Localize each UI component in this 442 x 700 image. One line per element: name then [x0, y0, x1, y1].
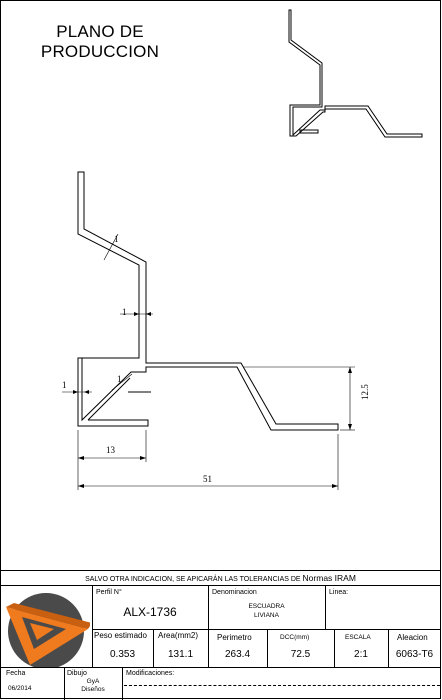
aleacion-label: Aleacion: [397, 633, 428, 642]
tolerance-note-text: SALVO OTRA INDICACION, SE APICARÁN LAS T…: [85, 576, 301, 583]
linea-label: Linea:: [329, 589, 349, 596]
denominacion-value-1: ESCUADRA: [248, 603, 285, 610]
page-title: PLANO DE PRODUCCION: [20, 22, 180, 62]
dim-thickness-left: 1: [62, 380, 67, 390]
tb-divider-den: [208, 585, 209, 667]
title-line-2: PRODUCCION: [40, 42, 160, 61]
modificaciones-line: [124, 685, 440, 686]
dibujo-value-1: GyA: [86, 678, 100, 685]
tb-divider-dibujo: [122, 667, 123, 700]
tb-divider-dcc: [267, 629, 268, 667]
modificaciones-label: Modificaciones:: [126, 670, 175, 677]
tb-divider-logo: [92, 585, 93, 667]
dimension-lines: [62, 233, 355, 490]
dibujo-value-2: Diseños: [81, 686, 105, 693]
area-value: 131.1: [167, 649, 194, 660]
dcc-label: DCC(mm): [280, 634, 310, 641]
peso-label: Peso estimado: [94, 631, 147, 640]
company-logo: [6, 593, 90, 667]
tb-divider-row2: [0, 667, 441, 668]
profile-thumbnail: [288, 9, 423, 138]
dim-thickness-top: 1: [114, 234, 119, 244]
perfil-label: Perfil N°: [96, 589, 122, 596]
tolerance-note: SALVO OTRA INDICACION, SE APICARÁN LAS T…: [0, 571, 441, 586]
denominacion-value-2: LIVIANA: [254, 612, 279, 619]
dcc-value: 72.5: [290, 649, 311, 660]
profile-main: [77, 171, 339, 431]
denominacion-label: Denominacion: [212, 589, 257, 596]
tb-divider-area: [153, 629, 154, 667]
title-block: SALVO OTRA INDICACION, SE APICARÁN LAS T…: [0, 570, 441, 700]
perfil-value: ALX-1736: [123, 605, 177, 619]
dim-width-left: 13: [106, 445, 116, 455]
dim-thickness-diagonal: 1: [117, 374, 122, 384]
perimetro-value: 263.4: [224, 649, 251, 660]
escala-value: 2:1: [354, 649, 368, 660]
dim-thickness-middle: 1: [122, 307, 127, 317]
tb-divider-aleacion: [388, 629, 389, 667]
title-line-1: PLANO DE: [56, 22, 144, 41]
fecha-label: Fecha: [6, 670, 26, 677]
dimension-arrows: [73, 312, 352, 488]
dibujo-label: Dibujo: [67, 670, 87, 677]
tb-divider-row1: [92, 629, 441, 630]
escala-label: ESCALA: [345, 634, 371, 641]
technical-drawing: 1 1 1 1 12.5 13 51: [62, 9, 423, 490]
dim-height-right: 12.5: [360, 384, 370, 400]
aleacion-value: 6063-T6: [395, 649, 434, 660]
tb-divider-fecha: [64, 667, 65, 700]
tb-divider-linea: [325, 585, 326, 629]
peso-value: 0.353: [109, 649, 136, 660]
dim-width-total: 51: [203, 474, 212, 484]
area-label: Area(mm2): [158, 631, 199, 640]
fecha-value: 06/2014: [8, 685, 32, 692]
tb-divider-escala: [334, 629, 335, 667]
tolerance-note-norm: Normas IRAM: [302, 573, 356, 583]
perimetro-label: Perimetro: [217, 633, 252, 642]
